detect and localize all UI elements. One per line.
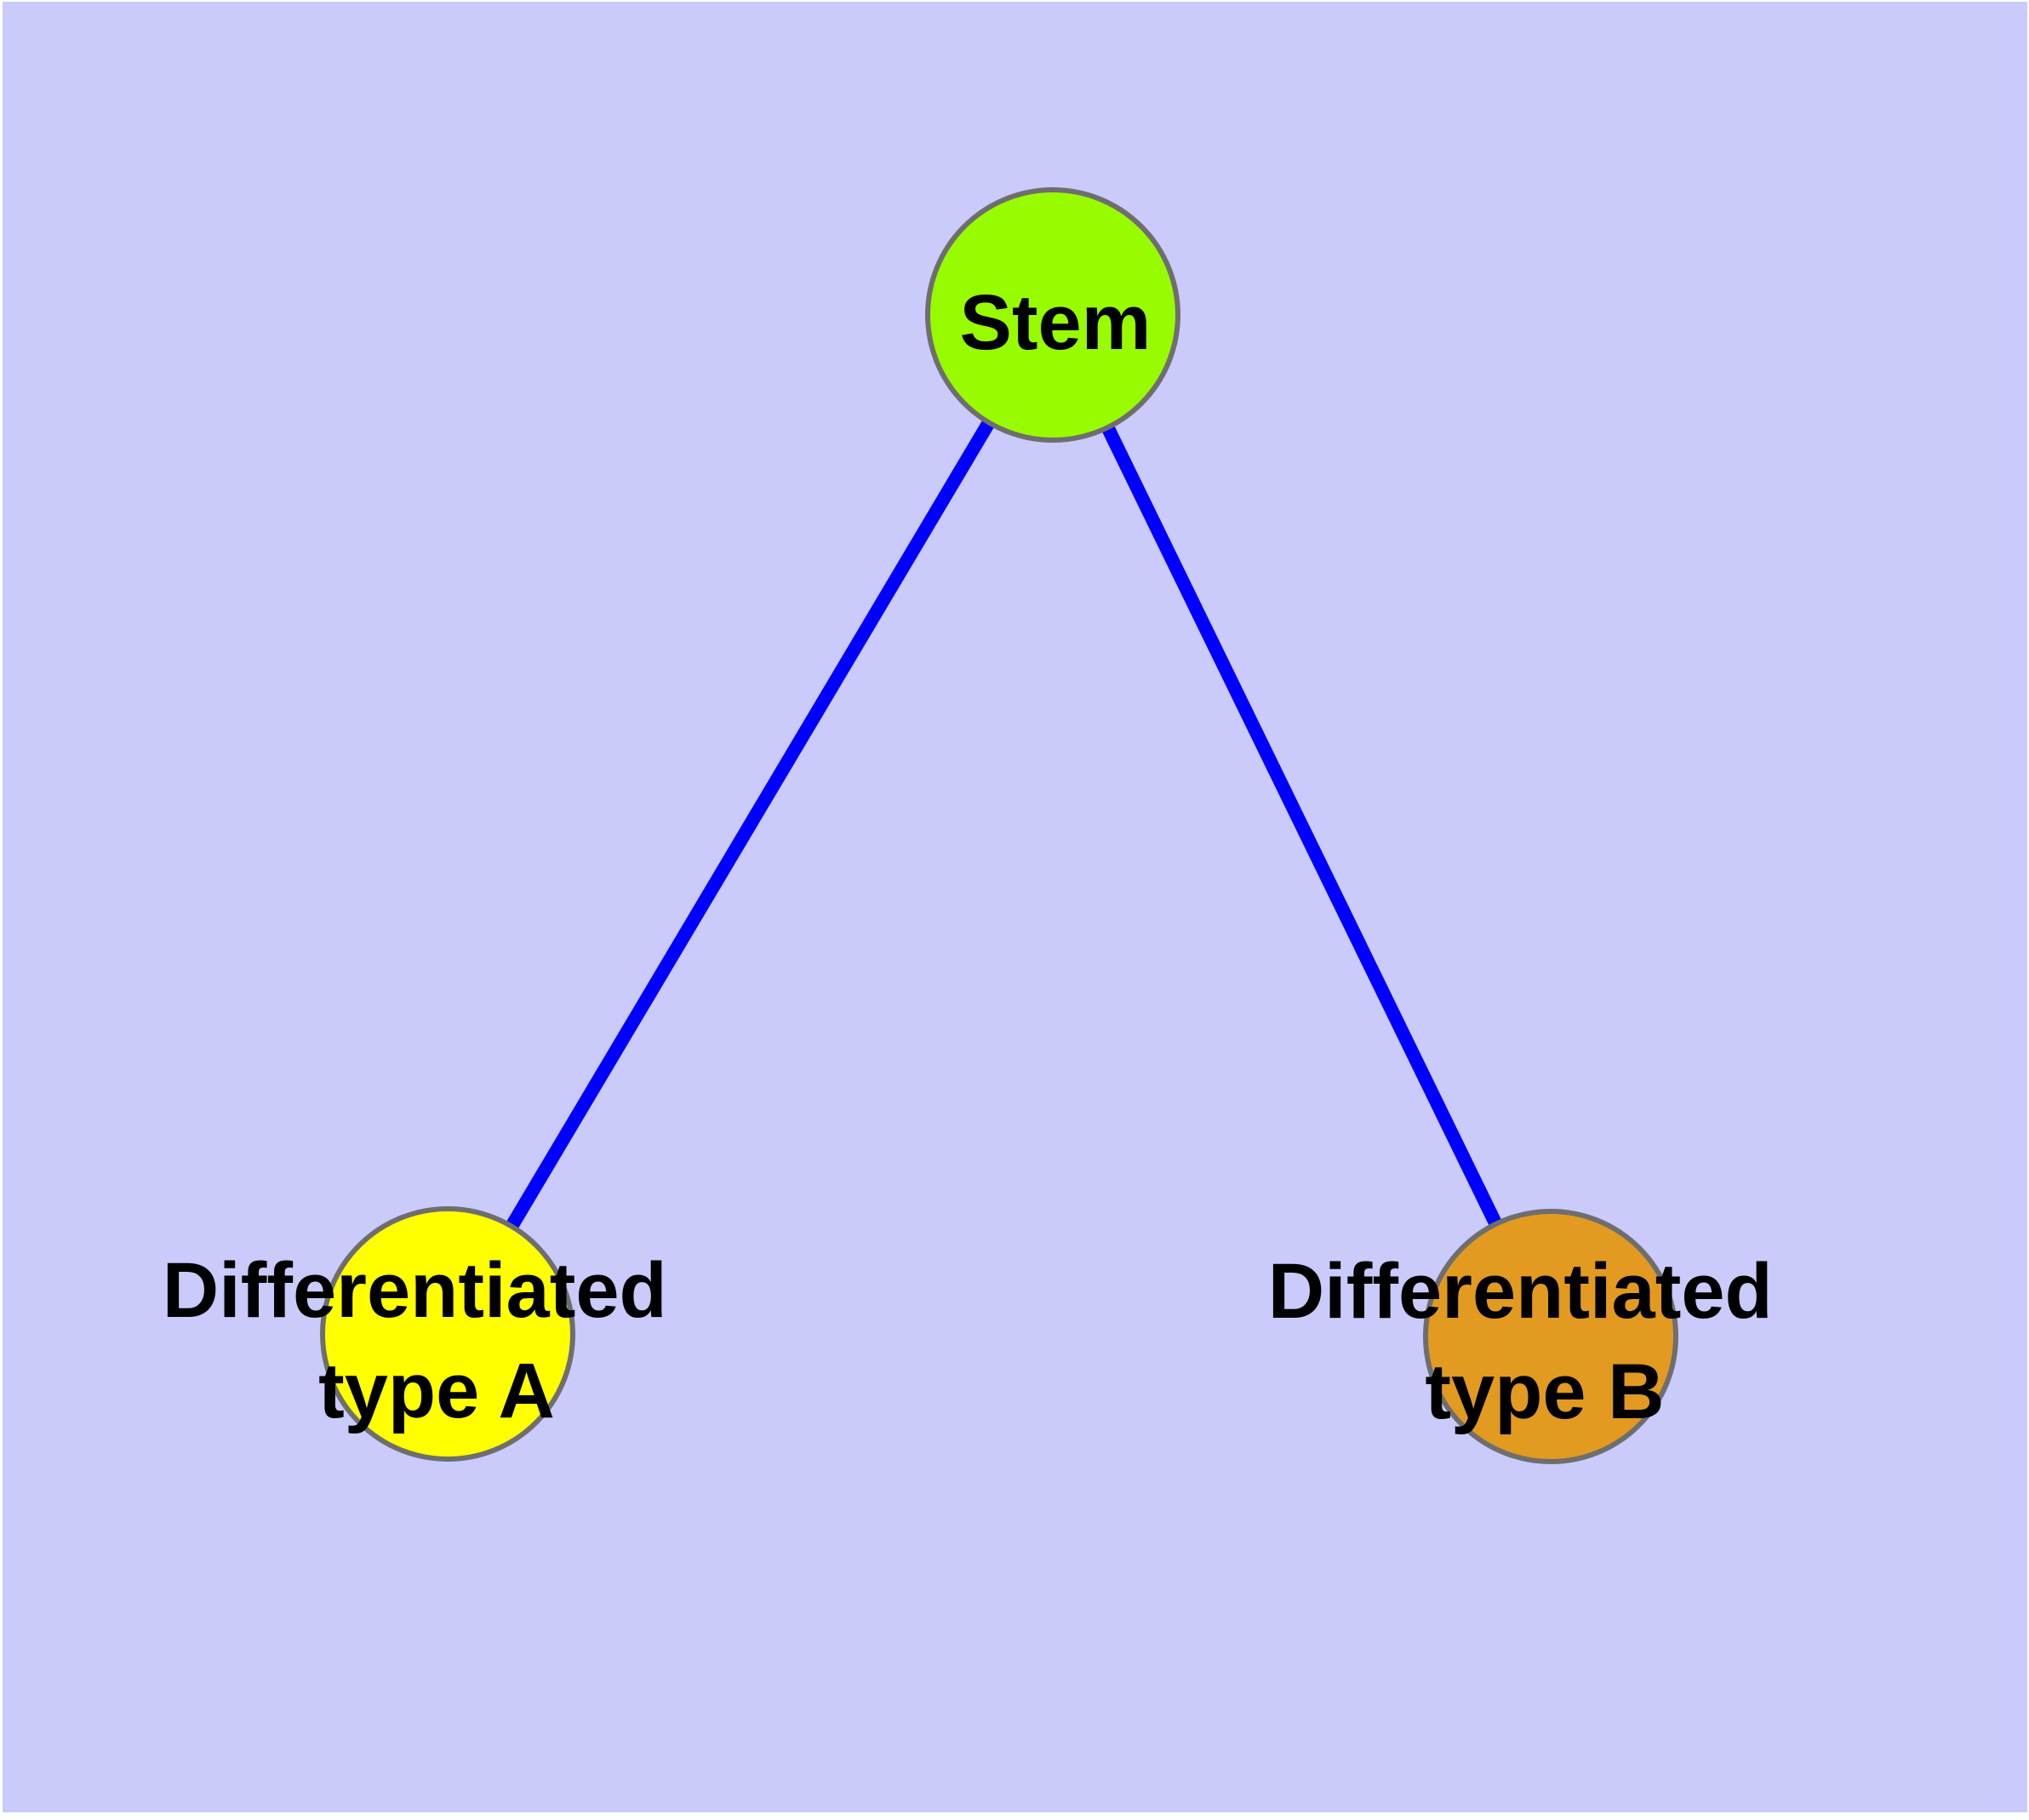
node-differentiated-type-a-label-line-2: type A — [318, 1348, 555, 1434]
node-stem — [925, 187, 1180, 443]
node-differentiated-type-b — [1423, 1209, 1678, 1464]
node-stem-label: Stem — [960, 279, 1152, 366]
node-differentiated-type-a — [320, 1206, 575, 1462]
node-stem-label-line: Stem — [960, 279, 1152, 366]
node-differentiated-type-b-label-line-1: Differentiated — [1268, 1248, 1773, 1335]
node-differentiated-type-b-label: Differentiated type B — [1268, 1248, 1795, 1435]
edge-stem-to-type-a — [442, 311, 1059, 1338]
node-differentiated-type-a-label-line-1: Differentiated — [163, 1247, 667, 1334]
edge-stem-to-type-b — [1046, 312, 1557, 1340]
node-differentiated-type-a-label: Differentiated type A — [163, 1247, 689, 1434]
node-differentiated-type-b-label-line-2: type B — [1425, 1348, 1664, 1435]
